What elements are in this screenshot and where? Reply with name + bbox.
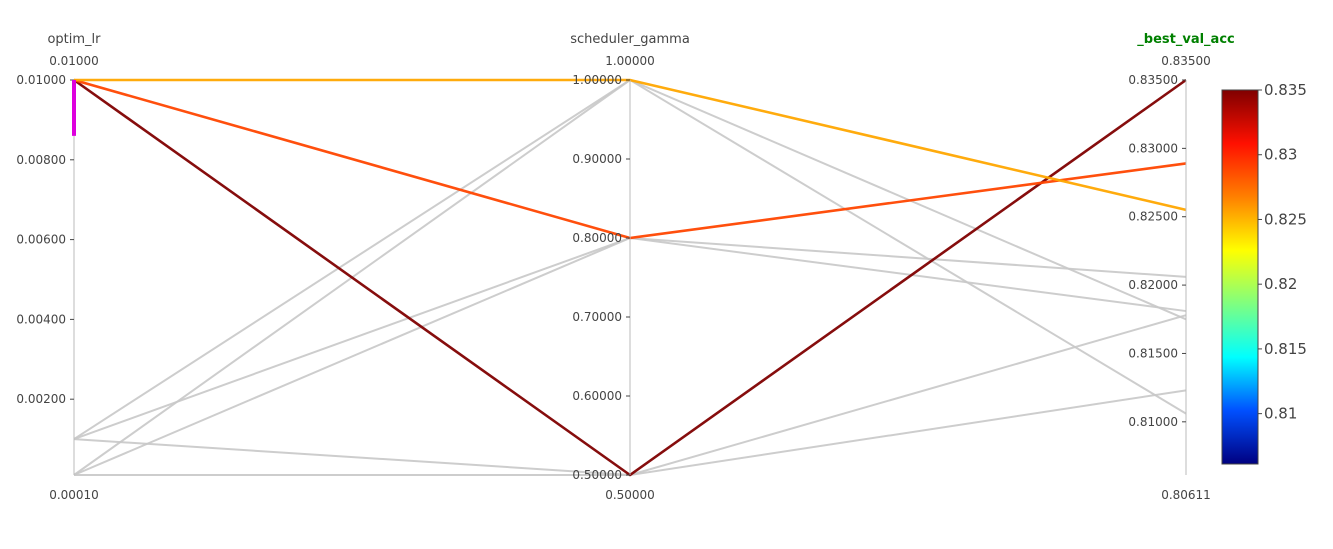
colorbar-gradient <box>1221 89 1259 465</box>
axis-tick-label: 0.00400 <box>16 312 66 326</box>
axis-tick-label: 0.81500 <box>1128 346 1178 360</box>
axis-title[interactable]: _best_val_acc <box>1137 32 1234 47</box>
axis-tick-label: 0.00200 <box>16 392 66 406</box>
axis-range-min-label[interactable]: 0.00010 <box>49 488 99 502</box>
axis-constraint-bar[interactable] <box>72 80 76 136</box>
axis-range-max-label[interactable]: 1.00000 <box>605 54 655 68</box>
axis-tick-label: 1.00000 <box>572 73 622 87</box>
axis-tick-label: 0.90000 <box>572 152 622 166</box>
axis-range-min-label[interactable]: 0.80611 <box>1161 488 1211 502</box>
colorbar-tick-label: 0.82 <box>1264 275 1297 293</box>
colorbar-tick-label: 0.835 <box>1264 81 1307 99</box>
axis-range-max-label[interactable]: 0.01000 <box>49 54 99 68</box>
axis-tick-label: 0.01000 <box>16 73 66 87</box>
axis-tick-label: 0.82500 <box>1128 210 1178 224</box>
axis-range-max-label[interactable]: 0.83500 <box>1161 54 1211 68</box>
colorbar-tick-label: 0.81 <box>1264 405 1297 423</box>
colorbar-tick-label: 0.815 <box>1264 340 1307 358</box>
axes-group: optim_lr 0.01000 0.00010 0.01000 0.00800 0.00… <box>16 32 1234 502</box>
colorbar: 0.835 0.83 0.825 0.82 0.815 0.81 <box>1221 81 1307 465</box>
axis-tick-label: 0.70000 <box>572 310 622 324</box>
colorbar-tick-label: 0.825 <box>1264 210 1307 228</box>
axis-tick-label: 0.83500 <box>1128 73 1178 87</box>
axis-range-min-label[interactable]: 0.50000 <box>605 488 655 502</box>
colorbar-tick-label: 0.83 <box>1264 146 1297 164</box>
axis-optim-lr: optim_lr 0.01000 0.00010 0.01000 0.00800 0.00… <box>16 32 101 502</box>
axis-tick-label: 0.00800 <box>16 153 66 167</box>
axis-title[interactable]: scheduler_gamma <box>570 32 690 47</box>
axis-best-val-acc: _best_val_acc 0.83500 0.80611 0.83500 0.8300… <box>1128 32 1234 502</box>
axis-tick-label: 0.81000 <box>1128 415 1178 429</box>
axis-tick-label: 0.50000 <box>572 468 622 482</box>
axis-tick-label: 0.83000 <box>1128 141 1178 155</box>
axis-tick-label: 0.80000 <box>572 231 622 245</box>
axis-title[interactable]: optim_lr <box>47 32 101 47</box>
axis-scheduler-gamma: scheduler_gamma 1.00000 0.50000 1.00000 0.90… <box>570 32 690 502</box>
axis-tick-label: 0.00600 <box>16 233 66 247</box>
axis-tick-label: 0.60000 <box>572 389 622 403</box>
axis-tick-label: 0.82000 <box>1128 278 1178 292</box>
